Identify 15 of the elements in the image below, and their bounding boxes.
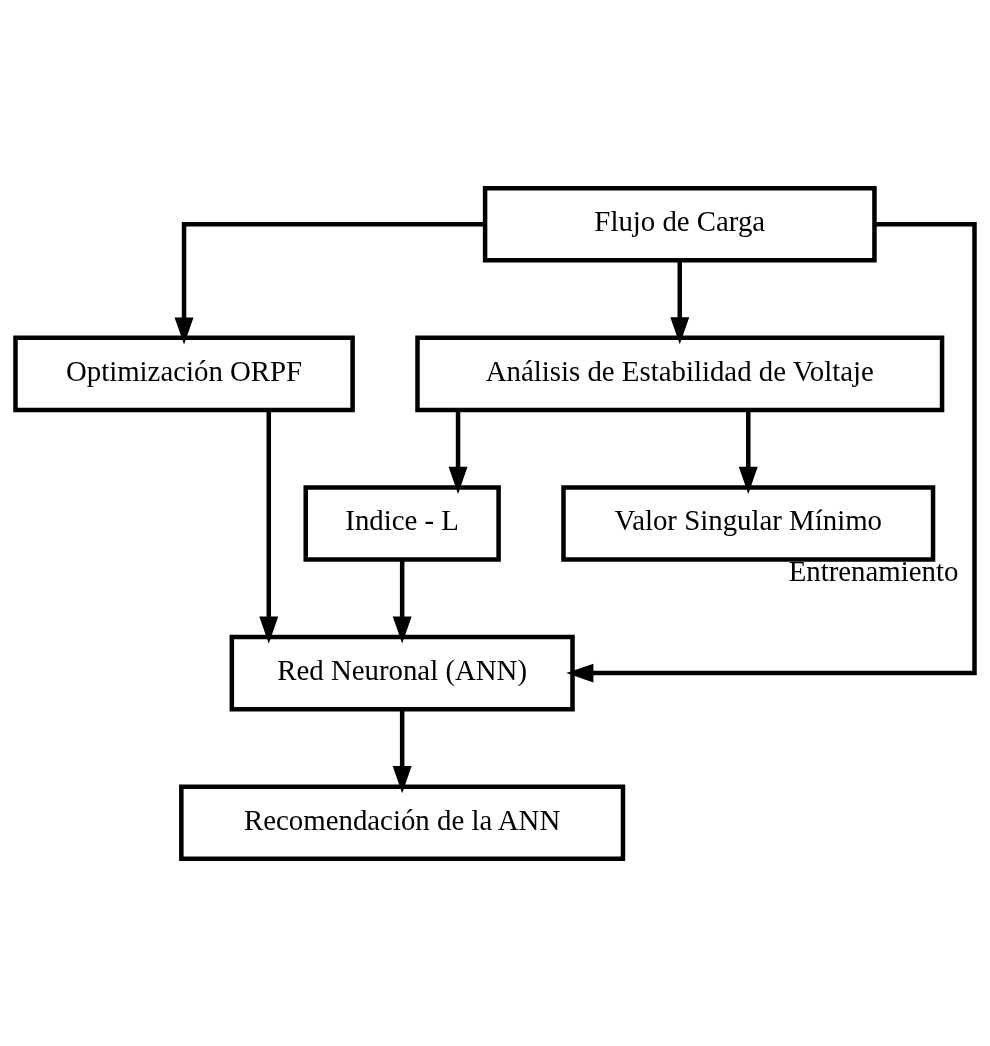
arrow — [448, 409, 468, 494]
node-box: Optimización ORPF — [13, 335, 355, 412]
arrow — [174, 221, 485, 344]
arrow — [738, 409, 758, 494]
arrow — [566, 221, 977, 683]
node-box: Valor Singular Mínimo — [561, 484, 936, 562]
node-box: Flujo de Carga — [482, 185, 877, 263]
node-box: Análisis de Estabilidad de Voltaje — [415, 335, 945, 412]
node-box: Indice - L — [303, 484, 501, 562]
arrow — [670, 260, 690, 344]
arrow — [259, 409, 279, 644]
node-box: Red Neuronal (ANN) — [229, 634, 575, 711]
arrow — [392, 708, 412, 793]
node-box: Recomendación de la ANN — [179, 783, 626, 861]
arrow — [392, 559, 412, 644]
